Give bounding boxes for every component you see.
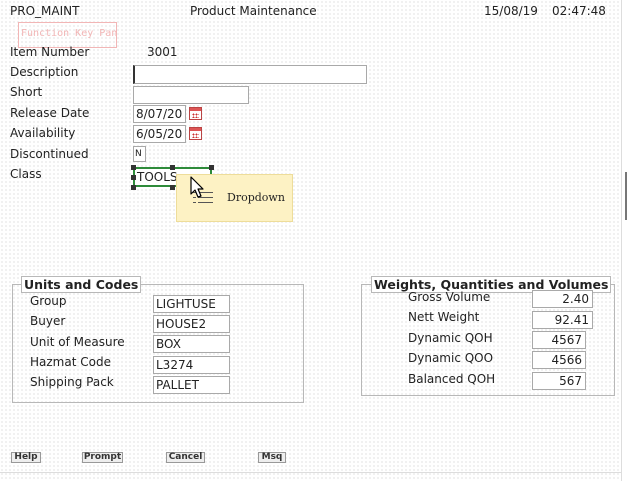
shipping-pack-input[interactable]: PALLET: [153, 376, 230, 394]
resize-handle[interactable]: [170, 165, 175, 170]
group-input[interactable]: LIGHTUSE: [153, 295, 230, 313]
resize-handle[interactable]: [131, 185, 136, 190]
dynamic-qoo-value: 4566: [532, 351, 586, 369]
dynamic-qoh-label: Dynamic QOH: [408, 331, 493, 345]
unit-of-measure-label: Unit of Measure: [30, 335, 125, 349]
release-date-input[interactable]: 8/07/20: [133, 105, 186, 123]
resize-handle[interactable]: [131, 165, 136, 170]
dynamic-qoo-label: Dynamic QOO: [408, 351, 494, 365]
tooltip-label: Dropdown: [227, 191, 285, 204]
scrollbar-thumb[interactable]: [625, 172, 627, 220]
units-codes-group: [12, 284, 304, 403]
resize-handle[interactable]: [209, 165, 214, 170]
short-input[interactable]: [133, 86, 249, 104]
buyer-input[interactable]: HOUSE2: [153, 315, 230, 333]
shipping-pack-label: Shipping Pack: [30, 375, 114, 389]
dynamic-qoh-value: 4567: [532, 331, 586, 349]
hazmat-code-label: Hazmat Code: [30, 355, 111, 369]
discontinued-input[interactable]: N: [133, 146, 146, 162]
msg-button[interactable]: Msq: [258, 452, 286, 463]
nett-weight-value: 92.41: [532, 311, 593, 329]
nett-weight-label: Nett Weight: [408, 310, 480, 324]
units-codes-title: Units and Codes: [21, 276, 142, 293]
gross-volume-value: 2.40: [532, 290, 593, 308]
cancel-button[interactable]: Cancel: [166, 452, 205, 463]
prompt-button[interactable]: Prompt: [82, 452, 123, 463]
item-number-label: Item Number: [10, 45, 90, 59]
balanced-qoh-value: 567: [532, 372, 586, 390]
description-label: Description: [10, 65, 79, 79]
short-label: Short: [10, 85, 43, 99]
resize-handle[interactable]: [131, 175, 136, 180]
availability-input[interactable]: 6/05/20: [133, 125, 186, 143]
class-label: Class: [10, 167, 42, 181]
description-input[interactable]: [133, 65, 367, 84]
balanced-qoh-label: Balanced QOH: [408, 372, 496, 386]
list-icon: [193, 191, 213, 205]
buyer-label: Buyer: [30, 314, 66, 328]
header-date: 15/08/19: [484, 4, 538, 18]
help-button[interactable]: Help: [11, 452, 41, 463]
program-id: PRO_MAINT: [10, 4, 80, 18]
function-key-panel-placeholder: Function Key Panel: [18, 22, 117, 48]
cursor-icon: [190, 176, 204, 198]
release-date-label: Release Date: [10, 106, 90, 120]
vertical-scrollbar[interactable]: [621, 0, 629, 481]
resize-handle[interactable]: [170, 185, 175, 190]
page-title: Product Maintenance: [190, 4, 317, 18]
bottom-divider: [0, 472, 621, 473]
discontinued-label: Discontinued: [10, 147, 89, 161]
group-label: Group: [30, 294, 67, 308]
item-number-value: 3001: [147, 45, 178, 59]
header-time: 02:47:48: [552, 4, 606, 18]
weights-title: Weights, Quantities and Volumes: [371, 276, 612, 293]
gross-volume-label: Gross Volume: [408, 290, 491, 304]
unit-of-measure-input[interactable]: BOX: [153, 335, 230, 353]
availability-label: Availability: [10, 126, 76, 140]
calendar-icon[interactable]: [189, 107, 202, 120]
calendar-icon[interactable]: [189, 127, 202, 140]
hazmat-code-input[interactable]: L3274: [153, 356, 230, 374]
